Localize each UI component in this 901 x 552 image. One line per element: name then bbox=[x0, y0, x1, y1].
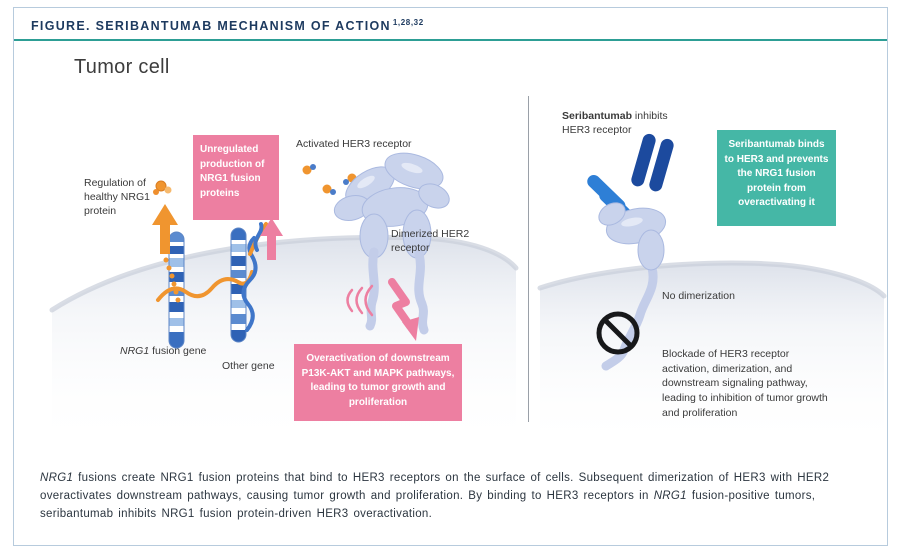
seribantumab-inhibits-label: Seribantumab inhibits HER3 receptor bbox=[562, 110, 668, 137]
figure-title: FIGURE. SERIBANTUMAB MECHANISM OF ACTION… bbox=[31, 18, 424, 33]
overactivation-box: Overactivation of downstream P13K-AKT an… bbox=[294, 344, 462, 421]
dimerized-her2-label: Dimerized HER2 receptor bbox=[391, 228, 470, 255]
header-rule bbox=[14, 39, 887, 41]
figure-border bbox=[13, 7, 888, 546]
blockade-label: Blockade of HER3 receptor activation, di… bbox=[662, 348, 828, 419]
activated-her3-label: Activated HER3 receptor bbox=[296, 138, 412, 150]
figure-title-text: FIGURE. SERIBANTUMAB MECHANISM OF ACTION bbox=[31, 19, 391, 34]
panel-divider bbox=[528, 96, 529, 422]
seribantumab-binds-box: Seribantumab binds to HER3 and prevents … bbox=[717, 130, 836, 226]
no-dimerization-label: No dimerization bbox=[662, 290, 735, 302]
other-gene-label: Other gene bbox=[222, 360, 275, 372]
figure-title-references: 1,28,32 bbox=[392, 18, 424, 27]
unregulated-production-box: Unregulated production of NRG1 fusion pr… bbox=[193, 135, 279, 220]
nrg1-fusion-gene-label: NRG1 fusion gene bbox=[120, 345, 207, 357]
figure-caption: NRG1 fusions create NRG1 fusion proteins… bbox=[40, 472, 830, 520]
regulation-label: Regulation of healthy NRG1 protein bbox=[84, 177, 150, 218]
tumor-cell-heading: Tumor cell bbox=[74, 56, 170, 78]
